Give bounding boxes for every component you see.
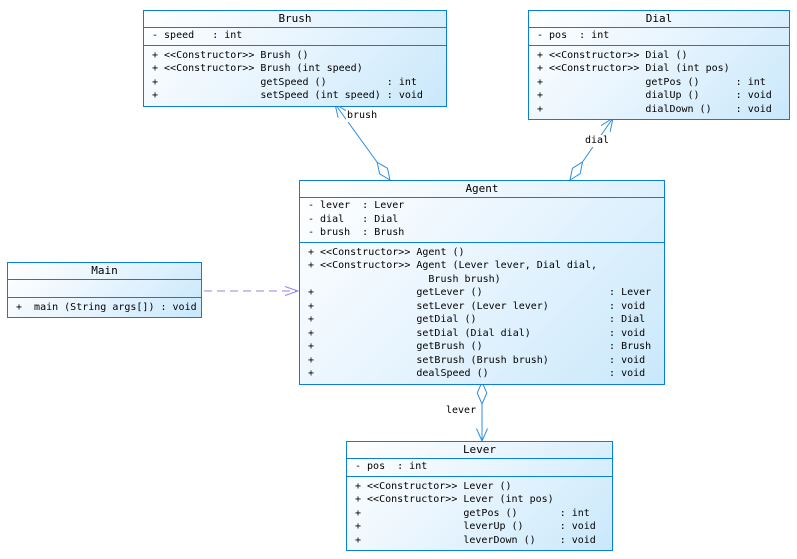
class-title: Brush: [144, 11, 446, 28]
methods-compartment: + <<Constructor>> Brush () + <<Constructo…: [144, 46, 446, 106]
method-row: + getSpeed () : int: [152, 76, 417, 88]
attribute-row: - pos : int: [537, 30, 610, 41]
methods-compartment: + main (String args[]) : void: [8, 298, 201, 318]
method-row: + dealSpeed () : void: [308, 368, 646, 379]
method-row: + <<Constructor>> Brush (int speed): [152, 63, 363, 74]
class-box-agent[interactable]: Agent - lever : Lever - dial : Dial - brus…: [299, 180, 665, 385]
method-row: + <<Constructor>> Brush (): [152, 49, 309, 61]
attribute-row: - pos : int: [355, 461, 428, 472]
aggregation-diamond-icon: [569, 160, 584, 182]
methods-compartment: + <<Constructor>> Agent () + <<Constructo…: [300, 243, 664, 384]
method-row: + <<Constructor>> Lever (int pos): [355, 494, 554, 505]
attribute-row: - brush : Brush: [308, 227, 405, 238]
aggregation-diamond-icon: [476, 380, 488, 406]
method-row: + dialDown () : void: [537, 103, 772, 115]
attributes-compartment: - speed : int: [144, 28, 446, 46]
aggregation-diamond-icon: [376, 161, 391, 182]
method-row: + setBrush (Brush brush) : void: [308, 354, 646, 366]
method-row: + <<Constructor>> Dial (int pos): [537, 63, 730, 74]
method-row: + getBrush () : Brush: [308, 341, 652, 352]
class-title: Agent: [300, 181, 664, 198]
class-title: Main: [8, 263, 201, 280]
attributes-compartment: - lever : Lever - dial : Dial - brush : Br…: [300, 198, 664, 243]
method-row: + main (String args[]) : void: [16, 301, 197, 313]
class-box-main[interactable]: Main + main (String args[]) : void: [7, 262, 202, 318]
method-row: + setDial (Dial dial) : void: [308, 327, 646, 339]
attributes-compartment: - pos : int: [347, 459, 612, 477]
dependency-main-agent-connector[interactable]: [204, 286, 300, 296]
method-row: + getLever () : Lever: [308, 287, 652, 298]
aggregation-agent-dial-connector[interactable]: [569, 116, 614, 182]
method-row: + getPos () : int: [355, 507, 590, 519]
open-arrowhead-icon: [284, 286, 300, 296]
method-row: + <<Constructor>> Lever (): [355, 480, 512, 492]
method-row: + setSpeed (int speed) : void: [152, 90, 423, 101]
edge-label-dial: dial: [584, 135, 611, 147]
aggregation-agent-brush-connector[interactable]: [334, 102, 391, 182]
method-row: + leverDown () : void: [355, 534, 596, 546]
method-row: + getDial () : Dial: [308, 314, 646, 325]
method-row: + setLever (Lever lever) : void: [308, 300, 646, 312]
method-row: Brush brush): [308, 273, 501, 285]
method-row: + <<Constructor>> Agent (): [308, 246, 465, 258]
edge-label-lever: lever: [445, 405, 478, 417]
method-row: + <<Constructor>> Agent (Lever lever, Di…: [308, 260, 597, 271]
method-row: + getPos () : int: [537, 76, 766, 88]
attributes-compartment: - pos : int: [529, 28, 789, 46]
attributes-compartment: [8, 280, 201, 298]
attribute-row: - speed : int: [152, 30, 243, 41]
method-row: + leverUp () : void: [355, 521, 596, 532]
class-box-brush[interactable]: Brush - speed : int + <<Constructor>> Br…: [143, 10, 447, 107]
class-title: Lever: [347, 442, 612, 459]
method-row: + dialUp () : void: [537, 90, 772, 101]
methods-compartment: + <<Constructor>> Lever () + <<Constructo…: [347, 477, 612, 551]
attribute-row: - lever : Lever: [308, 200, 405, 211]
class-box-dial[interactable]: Dial - pos : int + <<Constructor>> Dial …: [528, 10, 790, 120]
class-title: Dial: [529, 11, 789, 28]
edge-label-brush: brush: [346, 110, 379, 122]
method-row: + <<Constructor>> Dial (): [537, 49, 688, 61]
methods-compartment: + <<Constructor>> Dial () + <<Constructor…: [529, 46, 789, 120]
attribute-row: - dial : Dial: [308, 213, 399, 225]
class-box-lever[interactable]: Lever - pos : int + <<Constructor>> Leve…: [346, 441, 613, 551]
aggregation-agent-lever-connector[interactable]: [476, 380, 488, 443]
